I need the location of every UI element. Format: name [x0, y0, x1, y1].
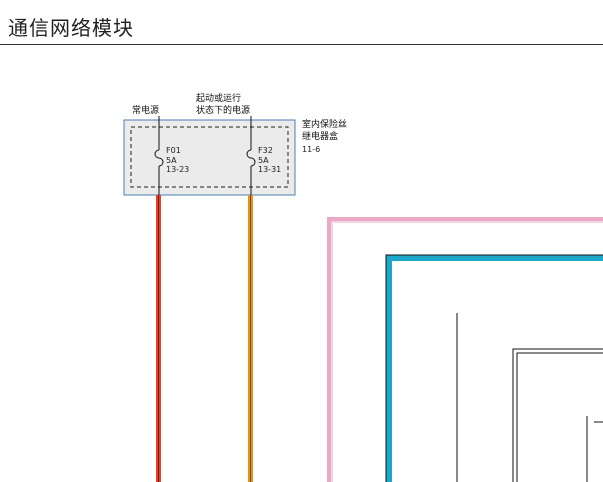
f01-fuse-symbol — [154, 149, 164, 167]
start-run-power-label-line2: 状态下的电源 — [196, 106, 251, 116]
fuse-f32-rating: 5A — [258, 156, 269, 165]
start-run-power-label-line1: 起动或运行 — [196, 94, 242, 104]
wire-black-double-outer — [512, 348, 603, 482]
title-divider — [0, 44, 603, 45]
fuse-f32-ref: 13-31 — [258, 165, 282, 174]
f32-fuse-symbol — [246, 149, 256, 167]
fuse-f01-id: F01 — [166, 146, 181, 155]
wire-pink — [327, 217, 603, 482]
fuse-box-name-line2: 继电器盒 — [302, 132, 339, 142]
fuse-box-name-line1: 室内保险丝 — [302, 120, 348, 130]
fuse-f01-rating: 5A — [166, 156, 177, 165]
wire-pink-inner — [331, 221, 603, 482]
wire-cyan — [386, 255, 603, 482]
fuse-box — [123, 119, 296, 196]
fuse-box-inner-boundary — [130, 126, 289, 188]
fuse-box-ref: 11-6 — [302, 145, 321, 154]
fuse-f32-id: F32 — [258, 146, 273, 155]
constant-power-label: 常电源 — [132, 106, 160, 116]
page-title: 通信网络模块 — [8, 16, 134, 40]
fuse-f01-ref: 13-23 — [166, 165, 190, 174]
wire-cyan-edge — [385, 254, 603, 482]
wire-black-double-inner — [516, 352, 603, 482]
